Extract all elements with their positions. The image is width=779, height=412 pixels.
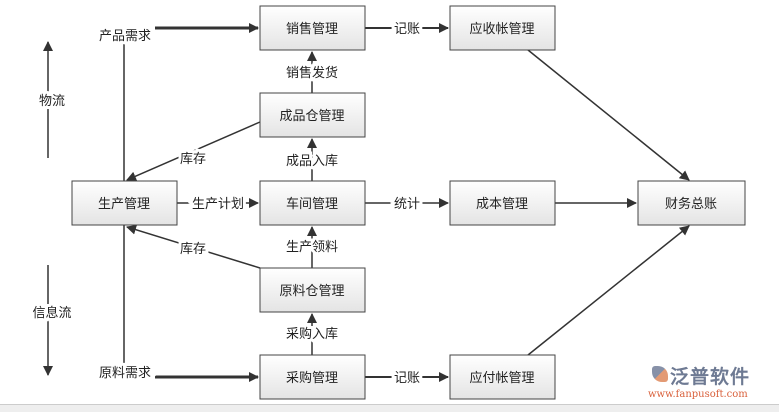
edge-labels: 产品需求 原料需求 记账 记账 销售发货 成品入库 库存 库存 生产计划 统计 … (29, 19, 423, 389)
label-material-demand: 原料需求 (99, 366, 151, 381)
node-label: 生产管理 (98, 197, 150, 212)
node-purchase: 采购管理 (259, 354, 366, 400)
footer-bar (0, 404, 779, 412)
logo-url: www.fanpusoft.com (648, 389, 748, 400)
node-ledger: 财务总账 (637, 180, 746, 226)
node-production: 生产管理 (71, 180, 178, 226)
node-material-warehouse: 原料仓管理 (259, 267, 366, 313)
node-finished-warehouse: 成品仓管理 (259, 92, 366, 138)
node-payable: 应付帐管理 (449, 354, 556, 400)
label-bookkeeping: 记账 (394, 22, 420, 37)
node-label: 成本管理 (476, 197, 528, 212)
edge-finished-production (126, 121, 261, 181)
edges (43, 23, 690, 382)
fanpusoft-logo: 泛普软件 www.fanpusoft.com (648, 362, 773, 402)
node-workshop: 车间管理 (259, 180, 366, 226)
node-cost: 成本管理 (449, 180, 556, 226)
node-label: 成品仓管理 (279, 109, 344, 124)
node-label: 原料仓管理 (279, 284, 344, 299)
node-label: 车间管理 (286, 196, 338, 212)
label-production-plan: 生产计划 (192, 197, 244, 212)
node-label: 应付帐管理 (469, 370, 534, 386)
label-finished-inbound: 成品入库 (286, 153, 338, 169)
logo-mark-icon (652, 366, 668, 382)
node-label: 采购管理 (286, 370, 338, 386)
label-sales-delivery: 销售发货 (286, 65, 338, 81)
node-receivable: 应收帐管理 (449, 5, 556, 51)
label-purchase-inbound: 采购入库 (286, 326, 338, 342)
label-product-demand: 产品需求 (99, 29, 151, 44)
node-sales: 销售管理 (259, 5, 366, 51)
label-statistics: 统计 (394, 197, 420, 212)
edge-receivable-ledger (527, 49, 690, 181)
logo-name: 泛普软件 (670, 366, 751, 388)
node-label: 财务总账 (665, 196, 717, 212)
label-logistics: 物流 (39, 94, 65, 109)
label-bookkeeping: 记账 (394, 371, 420, 386)
label-stock: 库存 (180, 241, 206, 257)
edge-material-production (126, 224, 261, 269)
node-label: 销售管理 (286, 21, 338, 37)
nodes: 销售管理 应收帐管理 成品仓管理 生产管理 车间管理 成本管理 财务总账 原料仓… (71, 5, 746, 400)
node-label: 应收帐管理 (469, 21, 534, 37)
label-info-flow: 信息流 (32, 305, 71, 321)
edge-payable-ledger (527, 225, 690, 356)
label-stock: 库存 (180, 151, 206, 167)
label-material-pick: 生产领料 (286, 240, 338, 255)
